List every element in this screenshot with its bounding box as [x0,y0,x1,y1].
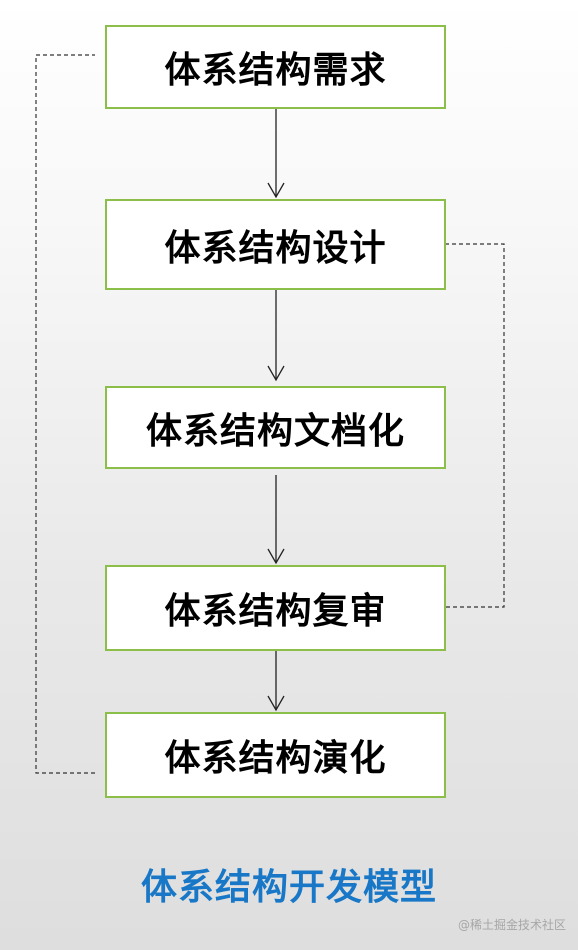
node-evolution-label: 体系结构演化 [164,738,387,779]
node-evolution: 体系结构演化 [105,712,446,798]
node-design: 体系结构设计 [105,199,446,290]
node-requirements-label: 体系结构需求 [164,50,387,91]
node-requirements: 体系结构需求 [105,25,446,109]
diagram-title: 体系结构开发模型 [140,867,437,908]
feedback-evolution-to-requirements [35,54,95,774]
feedback-review-to-design [446,243,505,608]
watermark: @稀土掘金技术社区 [457,918,566,932]
node-review-label: 体系结构复审 [164,591,387,632]
arrow-documentation-to-review [267,475,285,565]
node-documentation-label: 体系结构文档化 [145,410,405,452]
node-review: 体系结构复审 [105,565,446,651]
arrow-design-to-documentation [267,290,285,382]
arrow-requirements-to-design [267,109,285,199]
node-documentation: 体系结构文档化 [105,386,446,469]
node-design-label: 体系结构设计 [164,227,387,269]
